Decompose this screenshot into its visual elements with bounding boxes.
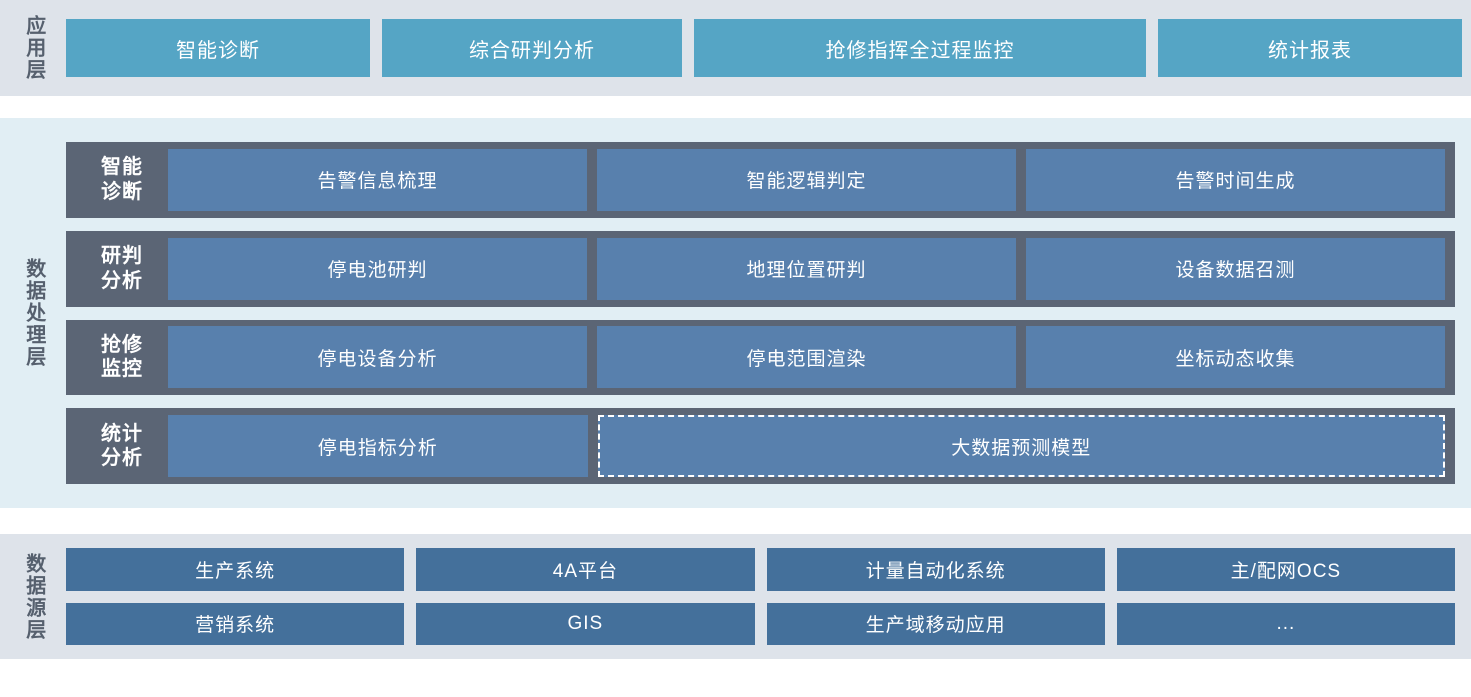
proc-row-research-analysis: 研判 分析 停电池研判 地理位置研判 设备数据召测 — [66, 230, 1455, 307]
proc-row-cells: 告警信息梳理 智能逻辑判定 告警时间生成 — [168, 148, 1445, 211]
proc-cell-label: 停电设备分析 — [317, 348, 438, 370]
proc-row-caption: 研判 分析 — [76, 244, 168, 293]
proc-row-caption-line1: 抢修 — [101, 333, 143, 356]
application-layer-boxes: 智能诊断 综合研判分析 抢修指挥全过程监控 统计报表 — [66, 0, 1471, 96]
src-box-label: ... — [1276, 612, 1296, 634]
proc-row-caption-line2: 分析 — [101, 269, 143, 292]
proc-row-intelligent-diagnosis: 智能 诊断 告警信息梳理 智能逻辑判定 告警时间生成 — [66, 142, 1455, 218]
proc-cell-coordinate-dynamic-collection[interactable]: 坐标动态收集 — [1026, 326, 1445, 389]
src-box-label: 计量自动化系统 — [865, 560, 1006, 582]
application-layer-label-text: 应用层 — [22, 15, 45, 81]
proc-cell-alarm-info-sorting[interactable]: 告警信息梳理 — [168, 148, 587, 211]
proc-cell-label: 大数据预测模型 — [951, 437, 1092, 459]
proc-row-cells: 停电池研判 地理位置研判 设备数据召测 — [168, 237, 1445, 300]
data-source-layer-band: 数据源层 生产系统 4A平台 计量自动化系统 主/配网OCS 营销系统 — [0, 534, 1471, 659]
data-processing-layer-band: 数据处理层 智能 诊断 告警信息梳理 智能逻辑判定 告警时间生成 — [0, 118, 1471, 508]
app-box-comprehensive-analysis[interactable]: 综合研判分析 — [382, 19, 682, 77]
src-box-4a-platform[interactable]: 4A平台 — [416, 548, 755, 591]
app-box-repair-monitoring[interactable]: 抢修指挥全过程监控 — [694, 19, 1146, 77]
src-box-more[interactable]: ... — [1116, 602, 1455, 645]
proc-row-cells: 停电指标分析 大数据预测模型 — [168, 415, 1445, 478]
proc-row-caption: 智能 诊断 — [76, 155, 168, 204]
data-processing-layer-label-text: 数据处理层 — [22, 258, 45, 368]
data-source-layer-label-text: 数据源层 — [22, 552, 45, 641]
proc-row-caption-line1: 智能 — [101, 156, 143, 179]
proc-row-caption-line1: 统计 — [101, 422, 143, 445]
proc-cell-alarm-time-generation[interactable]: 告警时间生成 — [1026, 148, 1445, 211]
proc-cell-outage-range-rendering[interactable]: 停电范围渲染 — [597, 326, 1016, 389]
src-box-main-distribution-ocs[interactable]: 主/配网OCS — [1116, 548, 1455, 591]
proc-cell-label: 设备数据召测 — [1175, 260, 1296, 282]
src-box-label: 生产系统 — [195, 560, 276, 582]
app-box-statistical-report[interactable]: 统计报表 — [1158, 19, 1462, 77]
band-separator-bottom — [0, 508, 1471, 534]
proc-row-caption: 统计 分析 — [76, 422, 168, 471]
proc-row-caption-line2: 分析 — [101, 447, 143, 470]
proc-cell-label: 告警信息梳理 — [317, 171, 438, 193]
proc-cell-label: 告警时间生成 — [1175, 171, 1296, 193]
app-box-label: 抢修指挥全过程监控 — [825, 39, 1015, 62]
proc-cell-label: 停电池研判 — [327, 260, 428, 282]
src-box-marketing-system[interactable]: 营销系统 — [66, 602, 405, 645]
app-box-label: 统计报表 — [1268, 39, 1352, 62]
proc-cell-label: 智能逻辑判定 — [746, 171, 867, 193]
proc-row-caption-line2: 监控 — [101, 358, 143, 381]
src-box-gis[interactable]: GIS — [416, 602, 755, 645]
src-box-metering-automation-system[interactable]: 计量自动化系统 — [766, 548, 1105, 591]
proc-cell-label: 坐标动态收集 — [1175, 348, 1296, 370]
app-box-label: 智能诊断 — [176, 39, 260, 62]
proc-row-cells: 停电设备分析 停电范围渲染 坐标动态收集 — [168, 326, 1445, 389]
data-source-row-2: 营销系统 GIS 生产域移动应用 ... — [66, 602, 1455, 645]
src-box-label: 生产域移动应用 — [865, 615, 1006, 637]
proc-row-caption-line1: 研判 — [101, 245, 143, 268]
proc-cell-outage-index-analysis[interactable]: 停电指标分析 — [168, 415, 588, 478]
src-box-label: 4A平台 — [552, 560, 618, 582]
band-separator-top — [0, 96, 1471, 118]
data-processing-rows: 智能 诊断 告警信息梳理 智能逻辑判定 告警时间生成 — [66, 142, 1455, 484]
proc-cell-outage-pool-analysis[interactable]: 停电池研判 — [168, 237, 587, 300]
proc-row-caption-line2: 诊断 — [101, 180, 143, 203]
application-layer-band: 应用层 智能诊断 综合研判分析 抢修指挥全过程监控 统计报表 — [0, 0, 1471, 96]
src-box-label: GIS — [567, 612, 604, 634]
proc-cell-label: 地理位置研判 — [746, 260, 867, 282]
proc-cell-outage-device-analysis[interactable]: 停电设备分析 — [168, 326, 587, 389]
proc-cell-geolocation-analysis[interactable]: 地理位置研判 — [597, 237, 1016, 300]
src-box-label: 主/配网OCS — [1230, 560, 1342, 582]
proc-row-caption: 抢修 监控 — [76, 333, 168, 382]
src-box-production-system[interactable]: 生产系统 — [66, 548, 405, 591]
proc-cell-label: 停电范围渲染 — [746, 348, 867, 370]
data-source-grid: 生产系统 4A平台 计量自动化系统 主/配网OCS 营销系统 GIS — [66, 548, 1455, 645]
application-layer-label: 应用层 — [0, 0, 66, 96]
proc-cell-intelligent-logic-judgment[interactable]: 智能逻辑判定 — [597, 148, 1016, 211]
proc-cell-device-data-polling[interactable]: 设备数据召测 — [1026, 237, 1445, 300]
proc-cell-big-data-prediction-model[interactable]: 大数据预测模型 — [597, 415, 1445, 478]
app-box-label: 综合研判分析 — [469, 39, 595, 62]
proc-cell-label: 停电指标分析 — [317, 437, 438, 459]
proc-row-statistical-analysis: 统计 分析 停电指标分析 大数据预测模型 — [66, 408, 1455, 484]
src-box-production-mobile-app[interactable]: 生产域移动应用 — [766, 602, 1105, 645]
data-processing-layer-label: 数据处理层 — [0, 142, 66, 484]
data-source-layer-label: 数据源层 — [0, 548, 66, 645]
data-source-row-1: 生产系统 4A平台 计量自动化系统 主/配网OCS — [66, 548, 1455, 591]
src-box-label: 营销系统 — [195, 615, 276, 637]
proc-row-repair-monitoring: 抢修 监控 停电设备分析 停电范围渲染 坐标动态收集 — [66, 319, 1455, 396]
app-box-intelligent-diagnosis[interactable]: 智能诊断 — [66, 19, 370, 77]
